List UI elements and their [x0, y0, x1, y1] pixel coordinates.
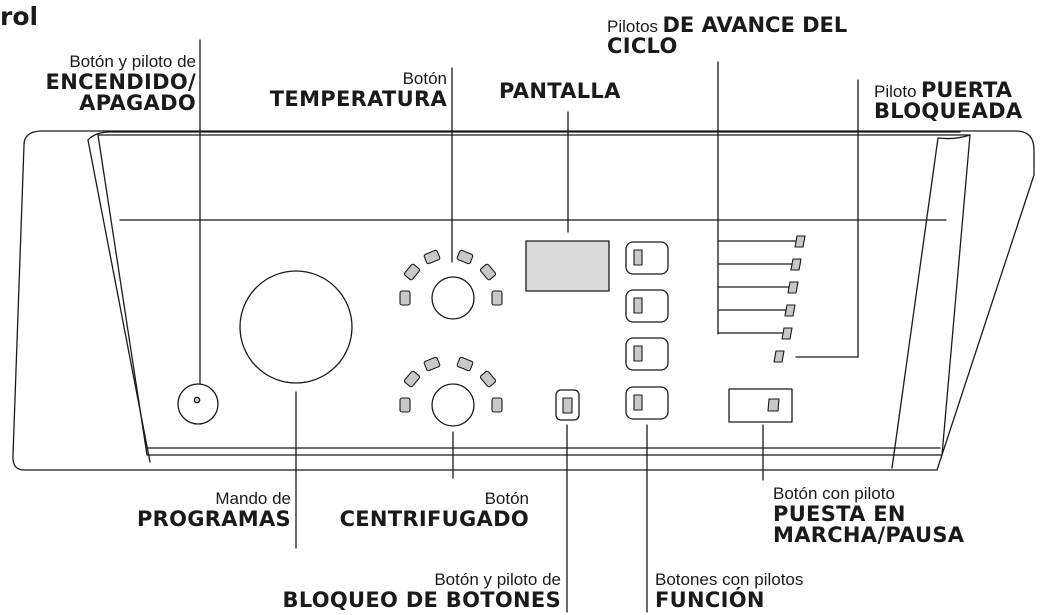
label-power-small: Botón y piloto de [69, 52, 196, 71]
key-lock-button [555, 389, 580, 421]
panel-inner-top [87, 131, 961, 141]
page-title: rol [0, 2, 39, 31]
label-door-bold-1: PUERTA [920, 78, 1012, 102]
label-cycle-bold-2: CICLO [607, 34, 678, 58]
label-start-bold-2: MARCHA/PAUSA [773, 523, 965, 547]
label-door: Piloto PUERTA BLOQUEADA [874, 80, 1022, 122]
label-start-small: Botón con piloto [773, 484, 895, 503]
label-lock-small: Botón y piloto de [434, 570, 561, 589]
label-cycle-small: Pilotos [607, 17, 659, 36]
label-spin-bold: CENTRIFUGADO [339, 507, 529, 531]
power-button [177, 383, 219, 425]
label-start-bold-1: PUESTA EN [773, 502, 906, 526]
label-spin-small: Botón [484, 489, 529, 508]
label-spin: Botón CENTRIFUGADO [340, 490, 529, 530]
label-lock: Botón y piloto de BLOQUEO DE BOTONES [283, 571, 561, 611]
label-temperature-small: Botón [402, 69, 447, 88]
function-button-3 [625, 337, 669, 371]
panel-right-corner [937, 134, 971, 140]
function-button-1 [625, 241, 669, 275]
panel-outline [12, 130, 1035, 471]
label-programs-bold: PROGRAMAS [136, 507, 291, 531]
label-lock-bold: BLOQUEO DE BOTONES [282, 588, 561, 612]
label-display-bold: PANTALLA [499, 79, 621, 103]
panel-left-side [87, 139, 151, 463]
label-function-small: Botones con pilotos [655, 570, 804, 589]
label-display: PANTALLA [499, 81, 621, 102]
label-door-bold-2: BLOQUEADA [874, 99, 1023, 123]
label-function: Botones con pilotos FUNCIÓN [655, 571, 803, 611]
label-programs: Mando de PROGRAMAS [137, 490, 291, 530]
power-led [193, 396, 201, 404]
label-cycle: Pilotos DE AVANCE DEL CICLO [607, 15, 847, 57]
panel-inner-area [97, 134, 971, 456]
label-temperature-bold: TEMPERATURA [269, 87, 447, 111]
label-door-small: Piloto [874, 82, 917, 101]
label-power: Botón y piloto de ENCENDIDO/ APAGADO [46, 53, 196, 114]
label-programs-small: Mando de [215, 489, 291, 508]
label-power-bold-1: ENCENDIDO/ [45, 70, 196, 94]
display-screen [525, 240, 610, 292]
spin-knob [431, 383, 475, 427]
function-button-2 [625, 289, 669, 323]
function-button-4 [625, 386, 669, 420]
program-dial [239, 270, 353, 384]
label-function-bold: FUNCIÓN [655, 588, 765, 612]
label-power-bold-2: APAGADO [79, 91, 196, 115]
temperature-knob [431, 276, 475, 320]
label-start: Botón con piloto PUESTA EN MARCHA/PAUSA [773, 485, 964, 546]
label-cycle-bold-1: DE AVANCE DEL [662, 13, 848, 37]
label-temperature: Botón TEMPERATURA [270, 70, 447, 110]
start-pause-button [728, 388, 793, 423]
panel-right-side [891, 137, 939, 469]
